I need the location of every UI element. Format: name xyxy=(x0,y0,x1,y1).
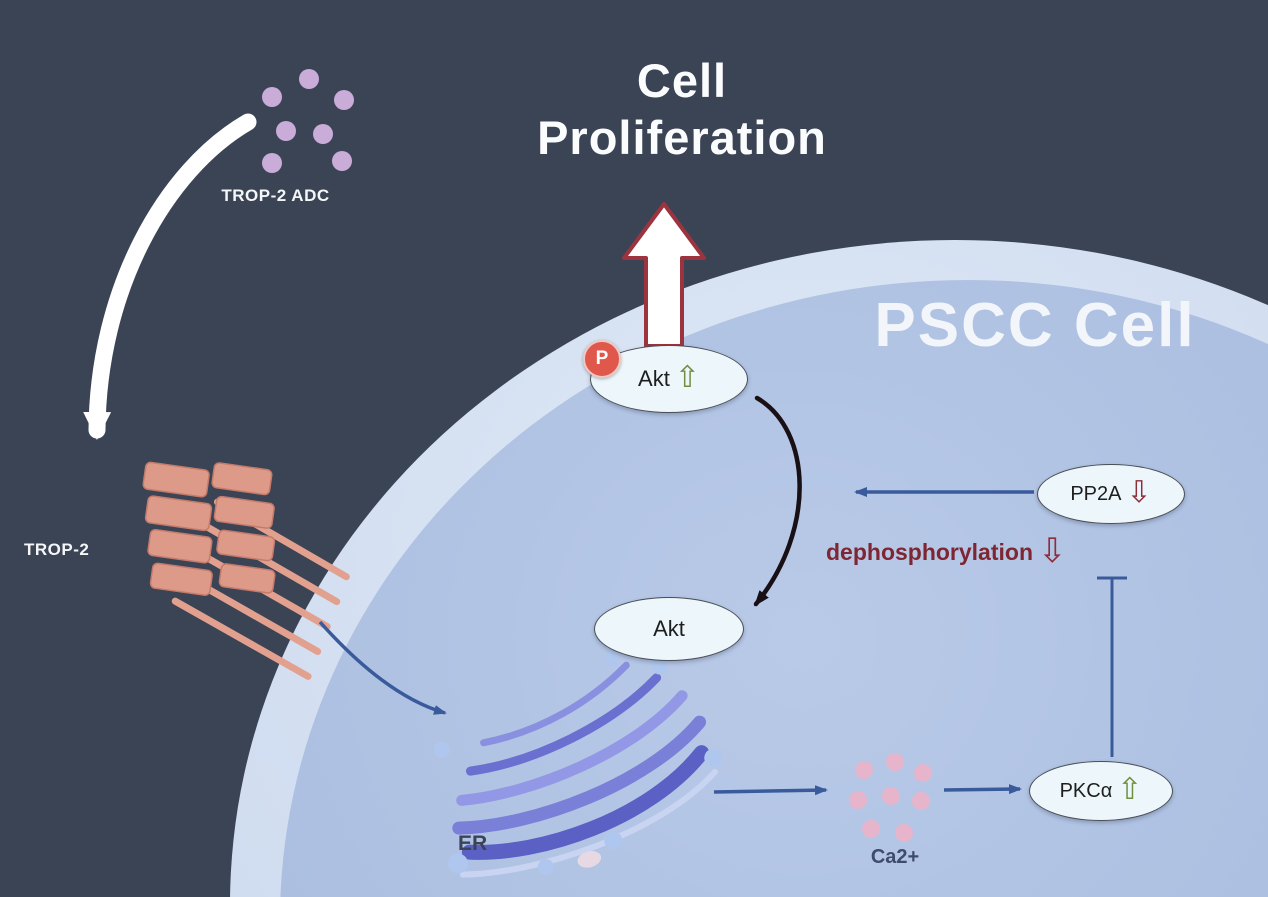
up-arrow-icon: ⇧ xyxy=(1117,772,1143,806)
cell-proliferation-line2: Proliferation xyxy=(537,111,827,165)
proliferation-arrow xyxy=(622,202,706,348)
pkca-node: PKCα ⇧ xyxy=(1029,761,1173,821)
dephosphorylation-label: dephosphorylation ⇩ xyxy=(826,532,1067,570)
pkca-to-pp2a-inhibition xyxy=(1097,576,1127,757)
akt-label: Akt xyxy=(653,616,685,641)
ca2-label: Ca2+ xyxy=(870,846,920,868)
pp2a-node: PP2A ⇩ xyxy=(1037,464,1185,524)
receptor-to-er-arrow xyxy=(318,620,447,715)
ca-ion-dots xyxy=(849,753,932,842)
akt-active-label: Akt xyxy=(638,366,670,391)
cell-cytoplasm xyxy=(280,280,1268,897)
cell-proliferation-line1: Cell xyxy=(636,54,728,107)
ca-to-pkca-arrow xyxy=(943,784,1022,795)
pp2a-label: PP2A xyxy=(1070,482,1122,505)
er-to-ca-arrow xyxy=(713,785,828,796)
dephosphorylation-text: dephosphorylation xyxy=(826,538,1033,565)
down-arrow-icon: ⇩ xyxy=(1126,475,1152,509)
akt-node: Akt xyxy=(594,597,744,661)
phospho-badge: P xyxy=(583,340,621,378)
trop2-receptor xyxy=(142,461,350,680)
cell-title: PSCC Cell xyxy=(874,291,1196,360)
trop2-receptor-label: TROP-2 xyxy=(24,540,90,559)
trop2-adc-label: TROP-2 ADC xyxy=(221,186,330,205)
er-label: ER xyxy=(458,832,488,855)
er-organelle xyxy=(433,651,723,878)
up-arrow-icon: ⇧ xyxy=(674,360,700,394)
adc-binding-arrow xyxy=(83,113,257,440)
down-arrow-icon: ⇩ xyxy=(1038,532,1067,570)
akt-dephosphorylation-curve xyxy=(753,395,802,607)
cell-proliferation-label: Cell Proliferation xyxy=(482,52,882,167)
pkca-label: PKCα xyxy=(1059,779,1113,802)
adc-molecule-dots xyxy=(262,69,354,173)
akt-active-node: P Akt ⇧ xyxy=(583,340,748,413)
